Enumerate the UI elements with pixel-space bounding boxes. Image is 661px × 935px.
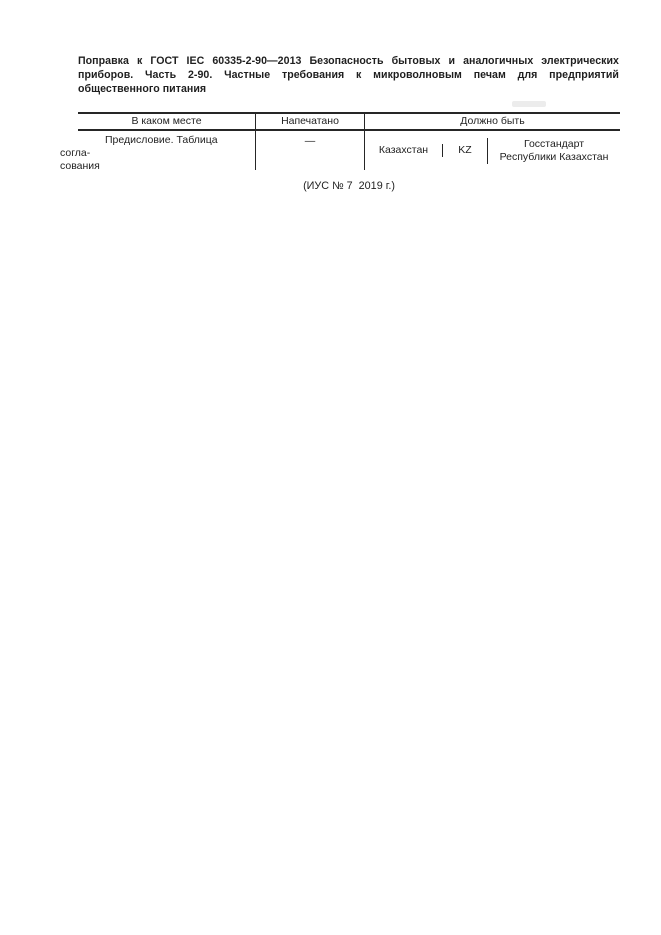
organization-line-2: Республики Казахстан xyxy=(499,150,609,163)
cell-should-be: Казахстан KZ Госстандарт Республики Каза… xyxy=(364,131,620,170)
organization-line-1: Госстандарт xyxy=(523,137,585,150)
journal-issue-note: (ИУС № 7 2019 г.) xyxy=(303,180,395,192)
table-header-row: В каком месте Напечатано Должно быть xyxy=(78,112,620,131)
cell-printed: — xyxy=(255,131,364,170)
table-row: Предисловие. Таблица согла- сования — Ка… xyxy=(60,131,620,172)
document-title: Поправка к ГОСТ IEC 60335-2-90—2013 Безо… xyxy=(78,54,619,96)
header-cell-printed: Напечатано xyxy=(255,114,364,129)
sub-cell-country-code: KZ xyxy=(442,144,487,157)
title-line-2: приборов. Часть 2-90. Частные требования… xyxy=(78,69,619,81)
header-cell-where: В каком месте xyxy=(131,115,202,127)
title-line-3: общественного питания xyxy=(78,83,207,95)
cell-where-line-2: сования xyxy=(60,160,100,172)
title-line-1: Поправка к ГОСТ IEC 60335-2-90—2013 Безо… xyxy=(78,55,619,67)
cell-where: Предисловие. Таблица согла- сования xyxy=(60,131,255,172)
header-cell-should-be: Должно быть xyxy=(364,114,620,129)
sub-cell-organization: Госстандарт Республики Казахстан xyxy=(487,137,620,164)
sub-cell-country: Казахстан xyxy=(378,144,429,156)
cell-where-line-1: Предисловие. Таблица согла- xyxy=(60,134,218,159)
correction-table: В каком месте Напечатано Должно быть Пре… xyxy=(60,112,620,172)
scan-artifact xyxy=(512,101,546,107)
